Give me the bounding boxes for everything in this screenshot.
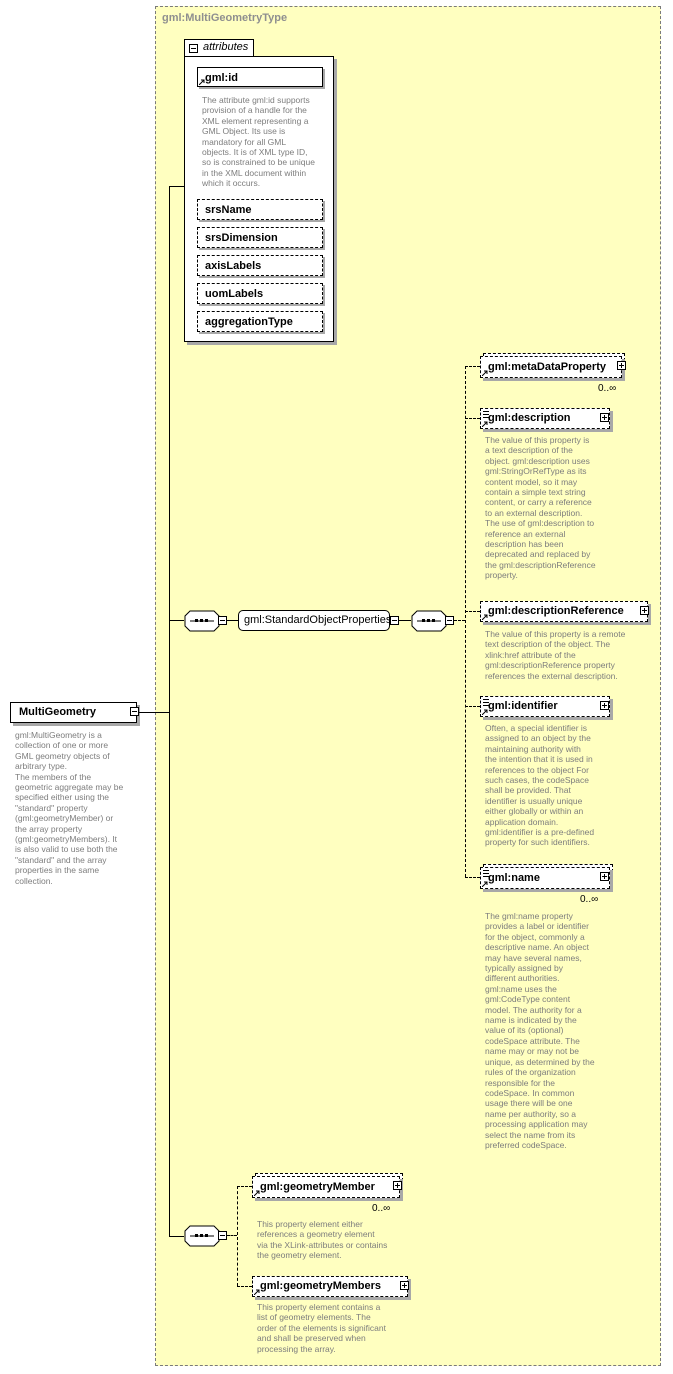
root-element-doc: gml:MultiGeometry is a collection of one… bbox=[15, 730, 124, 886]
collapse-attributes-button[interactable] bbox=[189, 44, 198, 53]
element-metadataproperty-label: gml:metaDataProperty bbox=[488, 361, 606, 373]
collapse-group-button[interactable] bbox=[390, 616, 399, 625]
geometrymembers-connector bbox=[237, 1286, 252, 1287]
text-content-icon bbox=[483, 870, 489, 877]
expand-identifier-button[interactable] bbox=[600, 701, 609, 710]
element-description-doc: The value of this property is a text des… bbox=[485, 435, 596, 581]
collapse-root-button[interactable] bbox=[130, 707, 139, 716]
element-geometrymembers-doc: This property element contains a list of… bbox=[257, 1302, 386, 1354]
group-label: gml:StandardObjectProperties bbox=[244, 614, 392, 626]
expand-descriptionreference-button[interactable] bbox=[640, 606, 649, 615]
expand-geometrymembers-button[interactable] bbox=[400, 1281, 409, 1290]
reference-arrow-icon bbox=[482, 421, 488, 427]
attribute-uomlabels[interactable]: uomLabels bbox=[197, 283, 323, 304]
expand-name-button[interactable] bbox=[600, 872, 609, 881]
root-element-multigeometry[interactable]: MultiGeometry bbox=[10, 702, 137, 723]
inner-seq-out-connector bbox=[454, 620, 465, 621]
attribute-gml-id[interactable]: gml:id bbox=[197, 67, 323, 87]
reference-arrow-icon bbox=[482, 709, 488, 715]
geometry-seq-out-connector bbox=[227, 1235, 237, 1236]
sequence2-connector bbox=[169, 1236, 184, 1237]
element-identifier-doc: Often, a special identifier is assigned … bbox=[485, 723, 595, 848]
root-element-label: MultiGeometry bbox=[19, 706, 97, 718]
reference-arrow-icon bbox=[482, 614, 488, 620]
element-descriptionreference-label: gml:descriptionReference bbox=[488, 605, 624, 617]
inner-vertical-connector bbox=[465, 366, 466, 877]
element-geometrymember[interactable]: gml:geometryMember bbox=[252, 1176, 400, 1198]
attributes-label: attributes bbox=[203, 41, 249, 53]
root-connector bbox=[139, 712, 169, 713]
reference-arrow-icon bbox=[254, 1190, 260, 1196]
element-identifier-label: gml:identifier bbox=[488, 700, 558, 712]
expand-description-button[interactable] bbox=[600, 413, 609, 422]
collapse-geometry-sequence-button[interactable] bbox=[218, 1231, 227, 1240]
metadataproperty-cardinality: 0..∞ bbox=[598, 383, 617, 394]
name-connector bbox=[465, 877, 480, 878]
element-metadataproperty[interactable]: gml:metaDataProperty bbox=[480, 356, 622, 378]
element-descriptionreference-doc: The value of this property is a remote t… bbox=[485, 629, 626, 681]
reference-arrow-icon bbox=[254, 1289, 260, 1295]
attribute-srsdimension[interactable]: srsDimension bbox=[197, 227, 323, 248]
element-identifier[interactable]: gml:identifier bbox=[480, 696, 610, 717]
element-description-label: gml:description bbox=[488, 412, 571, 424]
attribute-gml-id-label: gml:id bbox=[205, 72, 238, 84]
description-reference-connector bbox=[465, 611, 480, 612]
collapse-inner-sequence-button[interactable] bbox=[445, 616, 454, 625]
collapse-sequence-button[interactable] bbox=[218, 616, 227, 625]
reference-arrow-icon bbox=[482, 881, 488, 887]
element-name[interactable]: gml:name bbox=[480, 867, 610, 889]
element-geometrymembers-label: gml:geometryMembers bbox=[260, 1280, 382, 1292]
geometrymember-cardinality: 0..∞ bbox=[372, 1203, 391, 1214]
text-content-icon bbox=[483, 699, 489, 706]
group-to-sequence-connector bbox=[399, 620, 411, 621]
geometrymember-connector bbox=[237, 1186, 252, 1187]
group-standard-object-properties[interactable]: gml:StandardObjectProperties bbox=[238, 610, 392, 631]
attributes-connector bbox=[169, 186, 184, 187]
inner-sequence-compositor-icon[interactable] bbox=[411, 610, 447, 632]
element-geometrymember-doc: This property element either references … bbox=[257, 1219, 388, 1261]
identifier-connector bbox=[465, 706, 480, 707]
main-vertical-connector bbox=[169, 186, 170, 1236]
element-descriptionreference[interactable]: gml:descriptionReference bbox=[480, 601, 648, 622]
reference-arrow-icon bbox=[482, 370, 488, 376]
sequence-to-group-connector bbox=[227, 620, 239, 621]
attributes-tab: attributes bbox=[184, 39, 254, 57]
element-description[interactable]: gml:description bbox=[480, 408, 610, 429]
text-content-icon bbox=[483, 411, 489, 418]
expand-geometrymember-button[interactable] bbox=[393, 1181, 402, 1190]
element-name-label: gml:name bbox=[488, 872, 540, 884]
geometry-sequence-compositor-icon[interactable] bbox=[184, 1225, 220, 1247]
sequence1-connector bbox=[169, 620, 184, 621]
expand-metadataproperty-button[interactable] bbox=[617, 361, 626, 370]
attribute-srsname[interactable]: srsName bbox=[197, 199, 323, 220]
name-cardinality: 0..∞ bbox=[580, 894, 599, 905]
attribute-axislabels-label: axisLabels bbox=[205, 260, 262, 272]
element-geometrymembers[interactable]: gml:geometryMembers bbox=[252, 1276, 408, 1297]
attribute-uomlabels-label: uomLabels bbox=[205, 288, 264, 300]
geometry-vertical-connector bbox=[237, 1186, 238, 1286]
sequence-compositor-icon[interactable] bbox=[184, 610, 220, 632]
element-name-doc: The gml:name property provides a label o… bbox=[485, 911, 595, 1150]
attribute-srsname-label: srsName bbox=[205, 204, 252, 216]
attribute-gml-id-doc: The attribute gml:id supports provision … bbox=[202, 95, 315, 189]
attribute-srsdimension-label: srsDimension bbox=[205, 232, 278, 244]
reference-arrow-icon bbox=[199, 79, 205, 85]
attribute-aggregationtype-label: aggregationType bbox=[205, 316, 293, 328]
attribute-aggregationtype[interactable]: aggregationType bbox=[197, 311, 323, 332]
description-connector bbox=[465, 418, 480, 419]
attribute-axislabels[interactable]: axisLabels bbox=[197, 255, 323, 276]
type-title: gml:MultiGeometryType bbox=[162, 12, 288, 24]
element-geometrymember-label: gml:geometryMember bbox=[260, 1181, 375, 1193]
metadata-connector bbox=[465, 366, 480, 367]
